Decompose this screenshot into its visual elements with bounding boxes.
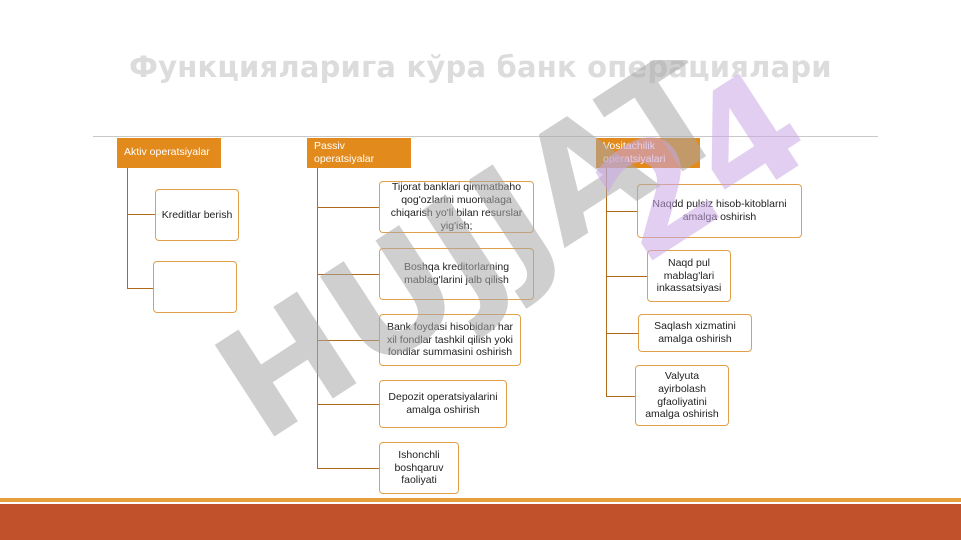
aktiv-branch-1 [127,214,155,215]
vositachilik-item-inkassatsiya: Naqd pul mablag'lari inkassatsiyasi [647,250,731,302]
passiv-branch-2 [317,274,379,275]
passiv-trunk [317,168,318,468]
footer-bar [0,504,961,540]
vositachilik-branch-3 [606,333,638,334]
passiv-branch-5 [317,468,379,469]
vositachilik-branch-4 [606,396,635,397]
vositachilik-item-naqdd: Naqdd pulsiz hisob-kitoblarni amalga osh… [637,184,802,238]
passiv-item-kreditorlar: Boshqa kreditorlarning mablag'larini jal… [379,248,534,300]
vositachilik-trunk [606,168,607,396]
aktiv-item-empty [153,261,237,313]
passiv-branch-1 [317,207,379,208]
vositachilik-item-saqlash: Saqlash xizmatini amalga oshirish [638,314,752,352]
footer-accent-line [0,498,961,502]
passiv-header: Passiv operatsiyalar [307,138,411,168]
title-divider [93,136,878,137]
aktiv-branch-2 [127,288,153,289]
passiv-item-ishonchli: Ishonchli boshqaruv faoliyati [379,442,459,494]
passiv-branch-4 [317,404,379,405]
passiv-item-fondlar: Bank foydasi hisobidan har xil fondlar t… [379,314,521,366]
passiv-branch-3 [317,340,379,341]
vositachilik-header: Vositachilik operatsiyalari [596,138,700,168]
vositachilik-item-valyuta: Valyuta ayirbolash gfaoliyatini amalga o… [635,365,729,426]
passiv-item-qimmatbaho: Tijorat banklari qimmatbaho qog'ozlarini… [379,181,534,233]
slide-title: Функцияларига кўра банк операциялари [129,50,832,84]
vositachilik-branch-2 [606,276,647,277]
aktiv-item-kreditlar: Kreditlar berish [155,189,239,241]
aktiv-trunk [127,168,128,288]
aktiv-header: Aktiv operatsiyalar [117,138,221,168]
vositachilik-branch-1 [606,211,637,212]
passiv-item-depozit: Depozit operatsiyalarini amalga oshirish [379,380,507,428]
